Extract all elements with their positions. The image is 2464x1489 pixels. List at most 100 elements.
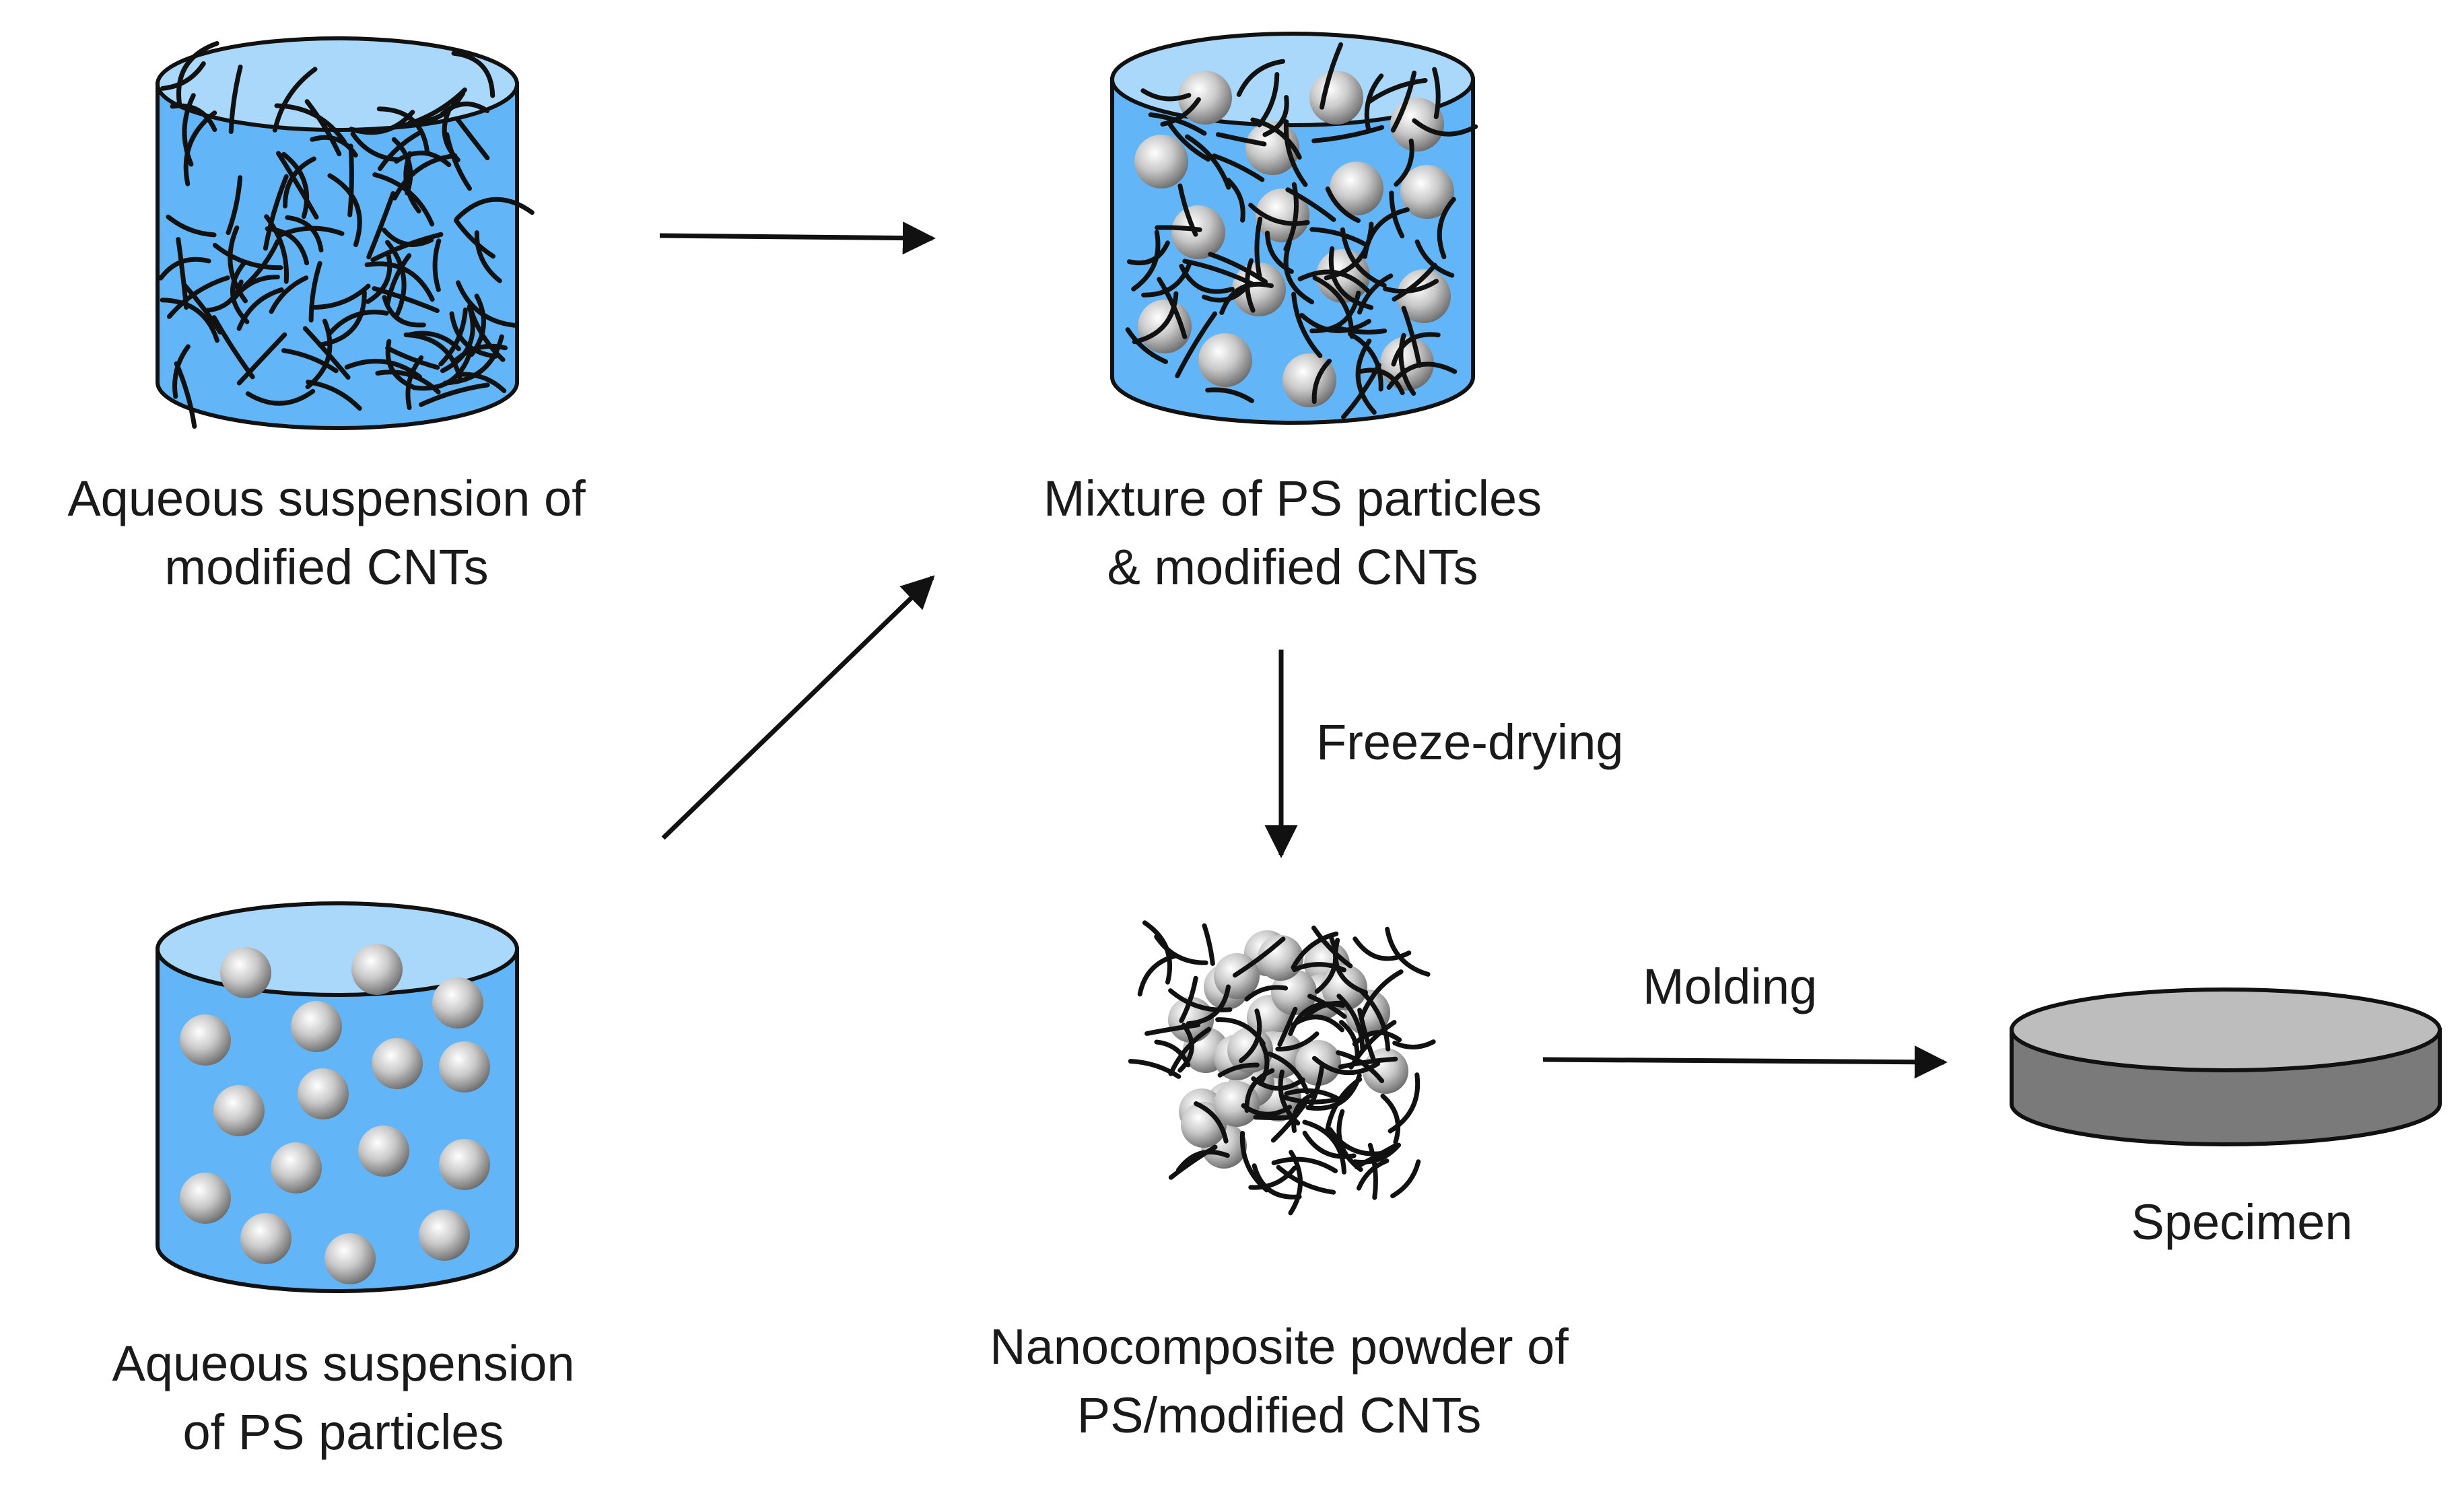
cnt-fiber <box>1354 1143 1398 1170</box>
cnt-fiber <box>1186 984 1231 1027</box>
cnt-fiber <box>1219 281 1274 315</box>
cnt-fiber <box>1311 926 1353 969</box>
cnt-fibers <box>1125 42 1478 419</box>
powder-cnt-fibers <box>1128 920 1436 1216</box>
cnt-fiber <box>391 137 413 196</box>
cnt-fiber <box>203 279 244 313</box>
cnt-fiber <box>1398 333 1416 396</box>
ps-particle <box>240 1213 292 1264</box>
mixture-label-line2: & modified CNTs <box>1107 539 1478 595</box>
cnt-fiber <box>1309 227 1368 247</box>
cnt-fiber <box>166 275 230 319</box>
cnt-fiber <box>405 355 424 411</box>
cnt-fiber <box>1177 1023 1194 1073</box>
cnt-suspension-label: Aqueous suspension of modified CNTs <box>13 464 640 602</box>
cnt-fiber <box>1389 191 1405 239</box>
cnt-fiber <box>454 218 495 259</box>
cnt-fiber <box>347 143 354 217</box>
cnt-fiber <box>385 253 412 306</box>
cnt-fiber <box>365 250 392 304</box>
cnt-fiber <box>1271 1156 1338 1173</box>
cnt-fiber <box>1236 59 1286 97</box>
cnt-fiber <box>1392 1039 1436 1049</box>
ps-particle <box>1330 162 1383 215</box>
cnt-fiber <box>454 116 490 161</box>
cnt-fiber <box>1225 178 1245 223</box>
ps-particle <box>220 947 271 998</box>
ps-particle <box>291 1001 342 1052</box>
ps-suspension-label-line2: of PS particles <box>182 1404 504 1460</box>
cnt-fiber <box>1412 118 1478 137</box>
cnt-fiber <box>285 215 324 252</box>
cnt-fiber <box>1437 197 1456 259</box>
cnt-fiber <box>1324 1076 1363 1134</box>
cnt-fiber <box>366 191 396 260</box>
cnt-fiber <box>1217 1062 1260 1078</box>
ps-particle <box>432 977 483 1029</box>
cnt-fiber <box>1212 153 1265 182</box>
ps-particle <box>1271 969 1317 1015</box>
cnt-fiber <box>1270 1102 1307 1143</box>
cnt-fiber <box>166 214 217 238</box>
cnt-fiber <box>1253 1115 1297 1121</box>
cnt-fiber <box>1367 78 1428 104</box>
cnt-fiber <box>1148 112 1207 136</box>
cnt-fiber <box>1141 261 1192 298</box>
cnt-fiber <box>1132 291 1179 345</box>
cnt-fiber <box>1333 938 1369 995</box>
ps-particle <box>351 944 403 995</box>
cnt-fiber <box>1252 1163 1302 1200</box>
cnt-fiber <box>1144 1023 1200 1036</box>
cnt-fiber <box>305 318 333 390</box>
cnt-fiber <box>1357 273 1394 315</box>
cnt-fiber <box>1380 1093 1400 1145</box>
ps-particle <box>298 1068 349 1119</box>
cnt-fiber <box>1160 97 1201 127</box>
cnt-fiber <box>456 280 517 328</box>
cnt-fiber <box>1128 1059 1182 1079</box>
cnt-suspension-label-line1: Aqueous suspension of <box>67 471 586 526</box>
ps-suspension-label-line1: Aqueous suspension <box>112 1336 575 1391</box>
cnt-fiber <box>1291 931 1339 970</box>
cnt-fiber <box>1385 926 1431 977</box>
cnt-fiber <box>1244 985 1289 1002</box>
cnt-fiber <box>440 304 475 374</box>
freeze-drying-label: Freeze-drying <box>1316 714 1624 770</box>
cnt-fiber <box>394 150 452 168</box>
cnt-fiber <box>1167 121 1211 162</box>
ps-particle <box>1181 1102 1227 1148</box>
cnt-fiber <box>1208 252 1268 285</box>
cnt-fiber <box>1383 279 1439 294</box>
cnt-fiber <box>182 283 223 335</box>
molding-label: Molding <box>1643 959 1818 1014</box>
cnt-fiber <box>1320 42 1344 110</box>
cnt-fiber <box>1215 132 1267 147</box>
cnt-fiber <box>310 135 358 158</box>
cnt-fiber <box>1391 332 1441 367</box>
cnt-fiber <box>1232 936 1286 978</box>
cnt-fiber <box>1137 953 1177 997</box>
ps-particle <box>271 1142 322 1193</box>
cnt-fiber <box>1202 923 1215 966</box>
mixture-label-line1: Mixture of PS particles <box>1043 471 1542 526</box>
powder-label-line1: Nanocomposite powder of <box>990 1319 1569 1375</box>
specimen-disc <box>2010 988 2442 1146</box>
cnt-fiber <box>1168 1027 1212 1076</box>
cnt-suspension-beaker <box>156 36 535 430</box>
cnt-fiber <box>1432 67 1441 119</box>
cnt-fiber <box>1414 239 1455 278</box>
cnt-fiber <box>1277 1006 1298 1047</box>
arrow-molding <box>1542 1045 1948 1079</box>
ps-particle <box>1134 135 1188 188</box>
cnt-fiber <box>1251 1076 1305 1091</box>
cnt-fiber <box>376 106 430 155</box>
cnt-fiber <box>1168 988 1233 1012</box>
cnt-fiber <box>230 260 250 324</box>
cnt-fiber <box>1307 1063 1325 1109</box>
cnt-suspension-label-line2: modified CNTs <box>164 539 489 595</box>
cnt-fiber <box>1311 358 1332 405</box>
mixture-label: Mixture of PS particles & modified CNTs <box>969 464 1616 602</box>
cnt-fiber <box>1357 368 1405 395</box>
cnt-fiber <box>1291 291 1323 358</box>
cnt-fiber <box>1394 138 1414 187</box>
